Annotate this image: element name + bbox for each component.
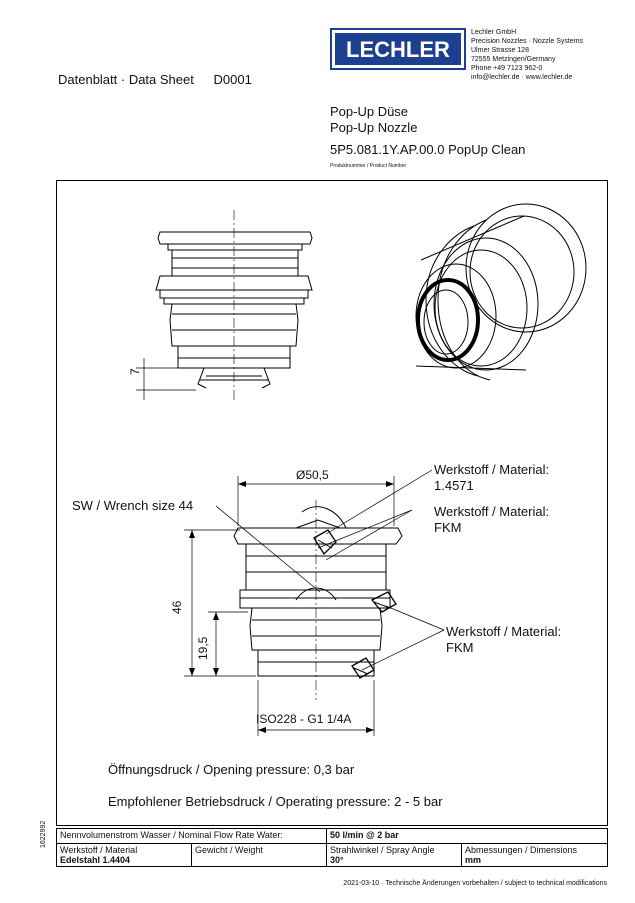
thread-label: ISO228 - G1 1/4A <box>256 712 352 726</box>
opening-pressure: Öffnungsdruck / Opening pressure: 0,3 ba… <box>108 762 355 777</box>
material-3-value: FKM <box>446 640 474 655</box>
footer-text: 2021-03-10 · Technische Änderungen vorbe… <box>343 880 607 887</box>
material-1-value: 1.4571 <box>434 478 474 493</box>
operating-pressure: Empfohlener Betriebsdruck / Operating pr… <box>108 794 443 809</box>
material-1-label: Werkstoff / Material: <box>434 462 550 477</box>
product-name-de: Pop-Up Düse <box>330 104 409 119</box>
product-number: 5P5.081.1Y.AP.00.0 PopUp Clean <box>330 142 526 157</box>
perspective-view-nozzle <box>415 203 587 381</box>
material-2-label: Werkstoff / Material: <box>434 504 550 519</box>
logo-text: LECHLER <box>346 37 450 62</box>
product-number-caption: Produktnummer / Product Number <box>330 163 407 169</box>
doc-id: D0001 <box>213 72 252 87</box>
material-3-label: Werkstoff / Material: <box>446 624 562 639</box>
doc-title-text: Datenblatt · Data Sheet <box>58 72 194 87</box>
side-view-nozzle <box>155 210 313 400</box>
dim-diameter-label: Ø50,5 <box>296 468 329 482</box>
spray-angle-cell: Strahlwinkel / Spray Angle 30° <box>326 843 462 867</box>
dim-7-label: 7 <box>128 368 142 375</box>
product-name-en: Pop-Up Nozzle <box>330 120 418 135</box>
company-line: Precision Nozzles · Nozzle Systems <box>471 38 584 45</box>
weight-cell: Gewicht / Weight <box>191 843 327 867</box>
section-view-nozzle <box>233 500 403 700</box>
company-line: Ulmer Strasse 128 <box>471 47 529 54</box>
company-line: 72555 Metzingen/Germany <box>471 56 556 63</box>
lechler-logo: LECHLER <box>330 28 466 70</box>
company-line: info@lechler.de · www.lechler.de <box>471 74 573 81</box>
dimensions-cell: Abmessungen / Dimensions mm <box>461 843 608 867</box>
spec-table: Nennvolumenstrom Wasser / Nominal Flow R… <box>56 828 608 867</box>
dim-46-label: 46 <box>170 600 184 614</box>
technical-drawing <box>136 203 587 736</box>
leader-lines <box>215 469 445 671</box>
dimension-7 <box>136 358 196 400</box>
material-2-value: FKM <box>434 520 462 535</box>
flow-label: Nennvolumenstrom Wasser / Nominal Flow R… <box>56 828 327 844</box>
company-address: Lechler GmbH Precision Nozzles · Nozzle … <box>471 28 583 82</box>
side-number: 1622992 <box>40 820 47 848</box>
flow-value: 50 l/min @ 2 bar <box>326 828 608 844</box>
wrench-size-label: SW / Wrench size 44 <box>72 498 194 513</box>
material-cell: Werkstoff / Material Edelstahl 1.4404 <box>56 843 192 867</box>
doc-title: Datenblatt · Data Sheet D0001 <box>58 72 252 87</box>
drawing-frame <box>56 180 608 826</box>
dim-19-5-label: 19,5 <box>196 636 210 660</box>
dimension-lines <box>184 476 395 736</box>
company-line: Phone +49 7123 962-0 <box>471 65 543 72</box>
product-info: Pop-Up Düse Pop-Up Nozzle 5P5.081.1Y.AP.… <box>330 104 525 174</box>
company-line: Lechler GmbH <box>471 29 517 36</box>
